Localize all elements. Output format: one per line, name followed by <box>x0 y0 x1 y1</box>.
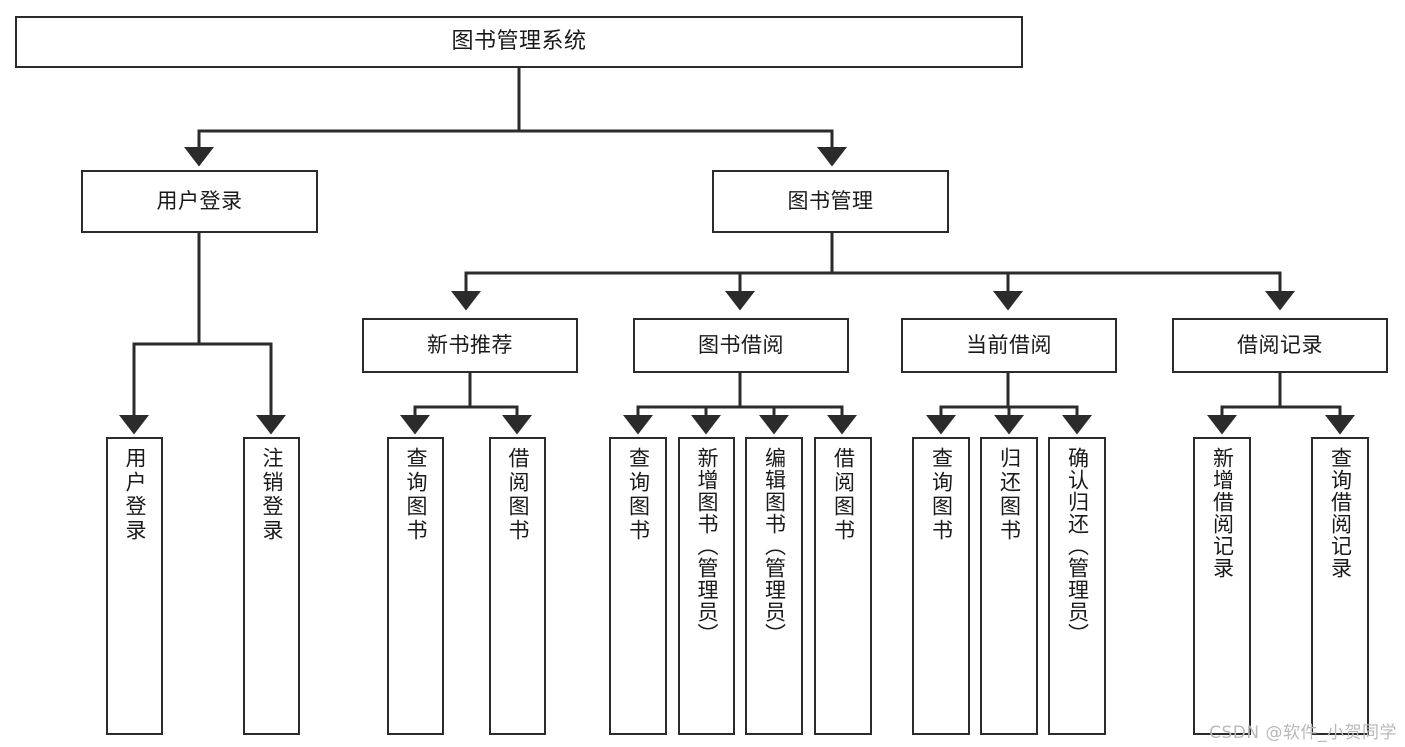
watermark-text: CSDN @软件_小贺同学 <box>1209 723 1397 743</box>
node-new-book-recommend[interactable]: 新书推荐 <box>362 318 578 373</box>
leaf-new-book-query-book[interactable]: 查询图书 <box>387 437 444 735</box>
leaf-user-login-logout[interactable]: 注销登录 <box>243 437 300 735</box>
node-borrow-record[interactable]: 借阅记录 <box>1172 318 1388 373</box>
node-label: 借阅图书 <box>506 447 531 543</box>
node-book-borrow[interactable]: 图书借阅 <box>633 318 849 373</box>
leaf-current-borrow-query-book[interactable]: 查询图书 <box>912 437 970 735</box>
node-current-borrow[interactable]: 当前借阅 <box>901 318 1117 373</box>
node-label: 新增借阅记录 <box>1210 447 1235 579</box>
node-label: 编辑图书（管理员） <box>762 447 787 645</box>
node-label: 查询图书 <box>404 447 429 543</box>
leaf-book-borrow-add-book-admin[interactable]: 新增图书（管理员） <box>678 437 735 735</box>
node-label: 新书推荐 <box>427 333 513 358</box>
node-root-book-management-system[interactable]: 图书管理系统 <box>15 16 1023 68</box>
leaf-borrow-record-query-record[interactable]: 查询借阅记录 <box>1311 437 1369 735</box>
node-label: 新增图书（管理员） <box>695 447 720 645</box>
node-label: 图书管理系统 <box>451 29 587 55</box>
node-label: 查询图书 <box>929 447 954 543</box>
leaf-borrow-record-add-record[interactable]: 新增借阅记录 <box>1193 437 1251 735</box>
leaf-book-borrow-edit-book-admin[interactable]: 编辑图书（管理员） <box>745 437 803 735</box>
node-book-management[interactable]: 图书管理 <box>712 170 949 233</box>
node-label: 借阅图书 <box>831 447 856 543</box>
leaf-user-login-login[interactable]: 用户登录 <box>106 437 163 735</box>
node-label: 图书管理 <box>787 189 874 214</box>
leaf-book-borrow-query-book[interactable]: 查询图书 <box>609 437 667 735</box>
node-label: 归还图书 <box>997 447 1022 543</box>
node-user-login[interactable]: 用户登录 <box>81 170 318 233</box>
node-label: 借阅记录 <box>1237 333 1323 358</box>
leaf-book-borrow-borrow-book[interactable]: 借阅图书 <box>814 437 872 735</box>
node-label: 用户登录 <box>123 447 148 543</box>
node-label: 确认归还（管理员） <box>1065 447 1090 645</box>
node-label: 当前借阅 <box>966 333 1052 358</box>
leaf-current-borrow-return-book[interactable]: 归还图书 <box>980 437 1038 735</box>
node-label: 查询借阅记录 <box>1328 447 1353 579</box>
leaf-current-borrow-confirm-return-admin[interactable]: 确认归还（管理员） <box>1048 437 1106 735</box>
node-label: 图书借阅 <box>698 333 784 358</box>
node-label: 注销登录 <box>260 447 285 543</box>
node-label: 查询图书 <box>626 447 651 543</box>
node-label: 用户登录 <box>156 189 243 214</box>
leaf-new-book-borrow-book[interactable]: 借阅图书 <box>489 437 546 735</box>
